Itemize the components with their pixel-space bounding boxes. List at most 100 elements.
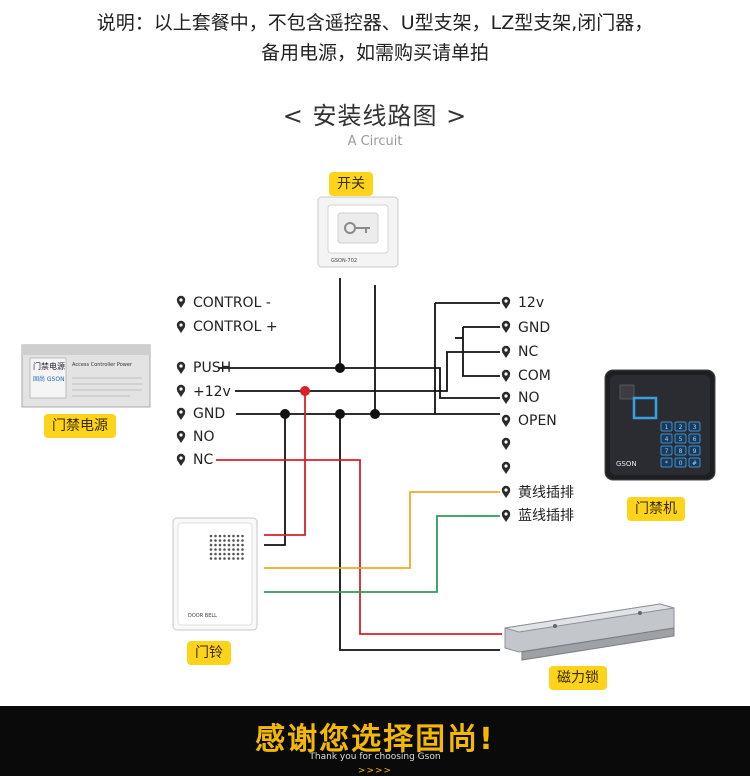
speaker-hole xyxy=(214,534,217,538)
power-supply-brand: 固尚 GSON xyxy=(33,375,65,383)
speaker-hole xyxy=(227,543,231,547)
wire-push-to-no xyxy=(340,367,500,399)
speaker-hole xyxy=(227,557,231,560)
access-controller-label: 门禁机 xyxy=(627,497,685,521)
speaker-hole xyxy=(223,552,226,556)
power-supply-title: 门禁电源 xyxy=(33,361,65,371)
junction-dot xyxy=(335,409,345,419)
keypad-key xyxy=(660,421,673,432)
speaker-hole xyxy=(236,552,240,556)
card-reader-icon xyxy=(632,396,658,420)
left-terminal-push: PUSH xyxy=(193,360,232,376)
keypad-key xyxy=(688,421,701,432)
location-pin-icon xyxy=(176,295,186,308)
speaker-hole xyxy=(223,534,226,538)
left-terminal-no: NO xyxy=(193,429,215,445)
keypad-key xyxy=(688,457,701,468)
keypad-key xyxy=(660,445,673,456)
speaker-hole xyxy=(209,543,213,547)
speaker-hole xyxy=(236,548,240,551)
wire-yellow-to-doorbell xyxy=(264,491,500,569)
location-pin-icon xyxy=(501,485,511,498)
exit-button-device: GSON-702 xyxy=(317,196,399,268)
speaker-hole xyxy=(241,552,244,556)
exit-button-model: GSON-702 xyxy=(331,258,357,264)
right-terminal-no: NO xyxy=(518,390,540,406)
left-terminal-12v: +12v xyxy=(193,384,231,400)
footer-english: Thank you for choosing Gson xyxy=(309,752,441,762)
exit-button-label: 开关 xyxy=(329,172,373,196)
keypad-key xyxy=(674,421,687,432)
speaker-hole xyxy=(214,548,217,551)
location-pin-icon xyxy=(501,345,511,358)
location-pin-icon xyxy=(501,437,511,450)
junction-dot xyxy=(370,409,380,419)
right-terminal-nc: NC xyxy=(518,344,539,360)
location-pin-icon xyxy=(501,461,511,474)
junction-dot xyxy=(280,409,290,419)
keypad-key-label: 2 xyxy=(679,424,683,431)
speaker-hole xyxy=(236,557,240,560)
wire-gnd-to-com xyxy=(462,327,500,377)
speaker-hole xyxy=(223,557,226,560)
access-controller-brand: GSON xyxy=(616,460,637,468)
magnetic-lock-label: 磁力锁 xyxy=(549,666,607,690)
speaker-hole xyxy=(223,543,226,547)
location-pin-icon xyxy=(501,414,511,427)
speaker-hole xyxy=(236,534,240,538)
location-pin-icon xyxy=(501,391,511,404)
location-pin-icon xyxy=(501,320,511,333)
keypad-key-label: 3 xyxy=(693,424,697,431)
keypad-key-label: 1 xyxy=(665,424,669,431)
keypad-key-label: * xyxy=(665,460,668,467)
keypad-key xyxy=(674,445,687,456)
terminal-pins xyxy=(176,295,511,522)
footer-arrows: >>>> xyxy=(357,766,393,776)
speaker-hole xyxy=(209,557,213,560)
keypad-key-label: 0 xyxy=(679,460,683,467)
power-supply-label: 门禁电源 xyxy=(44,414,116,438)
speaker-hole xyxy=(227,552,231,556)
speaker-hole xyxy=(223,539,226,542)
doorbell-device: DOOR BELL xyxy=(172,517,258,631)
wire-layer xyxy=(216,278,502,651)
keypad-key-label: 4 xyxy=(665,436,669,443)
left-terminal-nc: NC xyxy=(193,452,214,468)
location-pin-icon xyxy=(176,407,186,420)
speaker-hole xyxy=(241,543,244,547)
left-terminal-control-plus: CONTROL + xyxy=(193,319,278,335)
keypad-key-label: 9 xyxy=(693,448,697,455)
speaker-hole xyxy=(227,539,231,542)
speaker-grille xyxy=(209,534,244,560)
speaker-hole xyxy=(232,543,235,547)
location-pin-icon xyxy=(176,384,186,397)
speaker-hole xyxy=(218,534,222,538)
speaker-hole xyxy=(214,539,217,542)
speaker-hole xyxy=(232,539,235,542)
speaker-hole xyxy=(214,552,217,556)
right-terminal-open: OPEN xyxy=(518,413,557,429)
speaker-hole xyxy=(209,548,213,551)
footer-banner: 感谢您选择固尚! Thank you for choosing Gson >>>… xyxy=(0,706,750,776)
keypad-key-label: # xyxy=(692,460,697,467)
speaker-hole xyxy=(209,539,213,542)
speaker-hole xyxy=(232,557,235,560)
speaker-hole xyxy=(241,539,244,542)
doorbell-caption: DOOR BELL xyxy=(188,613,217,619)
keypad-key-label: 6 xyxy=(693,436,697,443)
power-supply-device: 门禁电源 固尚 GSON Access Controller Power xyxy=(21,344,151,408)
speaker-hole xyxy=(218,539,222,542)
wire-green-to-doorbell xyxy=(264,515,500,593)
speaker-hole xyxy=(236,539,240,542)
wire-nc-to-lock xyxy=(216,459,502,635)
left-terminal-gnd: GND xyxy=(193,406,226,422)
right-terminal-yellow-plug: 黄线插排 xyxy=(518,485,574,501)
package-note-line-2: 备用电源，如需购买请单拍 xyxy=(260,42,489,64)
right-terminal-com: COM xyxy=(518,368,551,384)
speaker-hole xyxy=(218,543,222,547)
power-supply-caption: Access Controller Power xyxy=(72,362,133,368)
keypad-key-label: 8 xyxy=(679,448,683,455)
